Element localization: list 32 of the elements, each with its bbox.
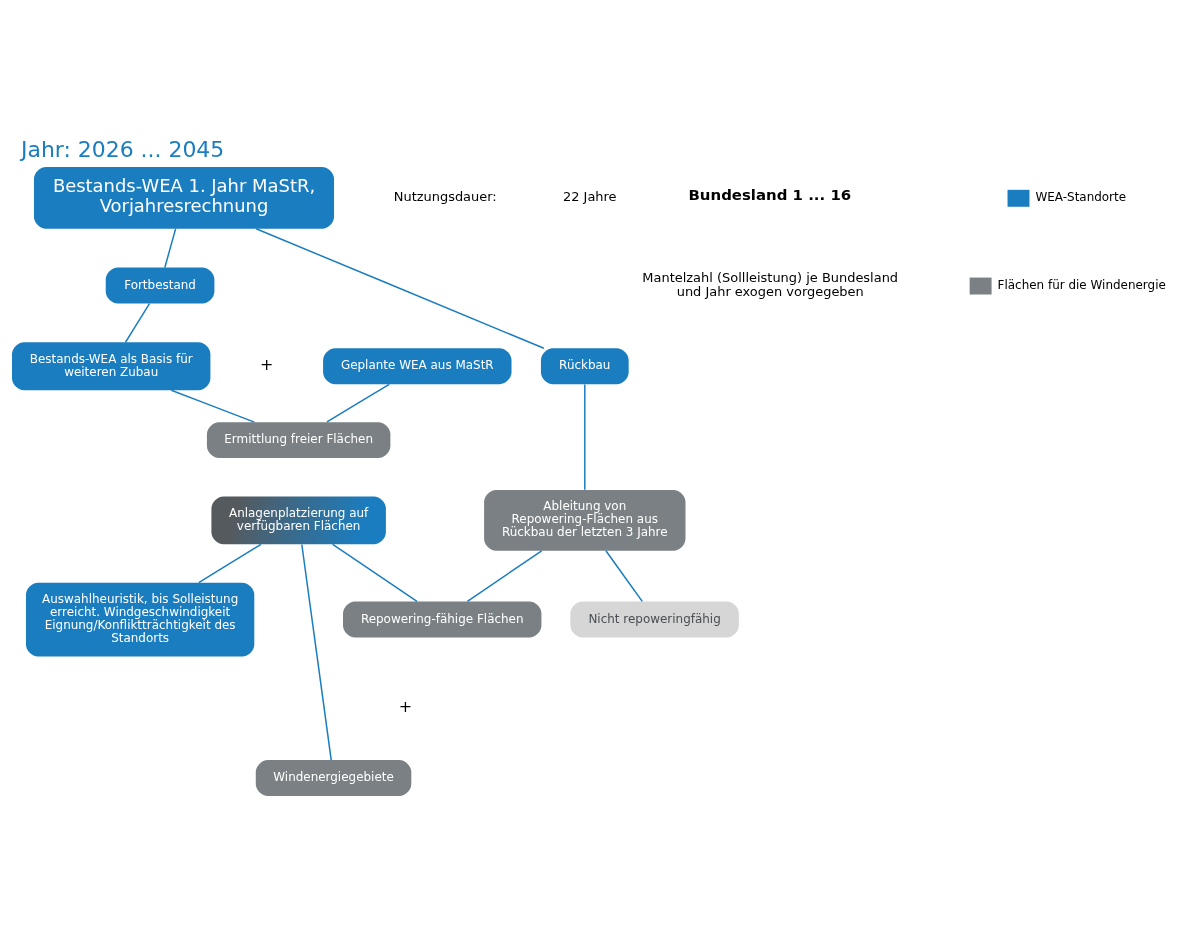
legend-label: WEA-Standorte — [1035, 190, 1127, 205]
connector — [466, 550, 543, 603]
node-box: Fortbestand — [105, 267, 215, 304]
node-box: Geplante WEA aus MaStR — [323, 348, 512, 385]
label: 22 Jahre — [562, 189, 617, 205]
connector — [605, 550, 643, 603]
label: Nutzungsdauer: — [393, 189, 497, 205]
node-box: Bestands-WEA 1. Jahr MaStR, Vorjahresrechnung — [33, 166, 335, 229]
connector — [198, 543, 262, 584]
node-box: Auswahlheuristik, bis Solleistung erreicht. Windgeschwindigkeit Eignung/Konfliktträchtigkeit des Standorts — [25, 582, 255, 657]
node-box: Ermittlung freier Flächen — [206, 422, 391, 458]
diagram-title: Jahr: 2026 ... 2045 — [21, 136, 225, 162]
connector — [326, 383, 390, 423]
node-box: Rückbau — [540, 348, 629, 385]
node-box: Ableitung von Repowering-Flächen aus Rückbau der letzten 3 Jahre — [484, 489, 686, 551]
connector — [124, 302, 151, 343]
connector — [255, 228, 545, 350]
node-box: Repowering-fähige Flächen — [343, 601, 542, 638]
node-box: Anlagenplatzierung auf verfügbaren Flächen — [211, 496, 386, 545]
connector — [584, 383, 586, 491]
connector — [170, 389, 256, 423]
connector — [301, 543, 332, 761]
node-box: Bestands-WEA als Basis für weiteren Zubau — [12, 342, 211, 391]
node-box: Nicht repoweringfähig — [570, 601, 739, 638]
node-box: Windenergiegebiete — [255, 760, 412, 796]
connector — [331, 543, 418, 603]
label: + — [260, 355, 274, 375]
legend-label: Flächen für die Windenergie — [997, 278, 1166, 293]
label: Bundesland 1 ... 16 — [688, 186, 852, 205]
label: Mantelzahl (Sollleistung) je Bundesland und Jahr exogen vorgegeben — [642, 269, 899, 299]
connector — [164, 228, 177, 269]
label: + — [398, 697, 413, 717]
